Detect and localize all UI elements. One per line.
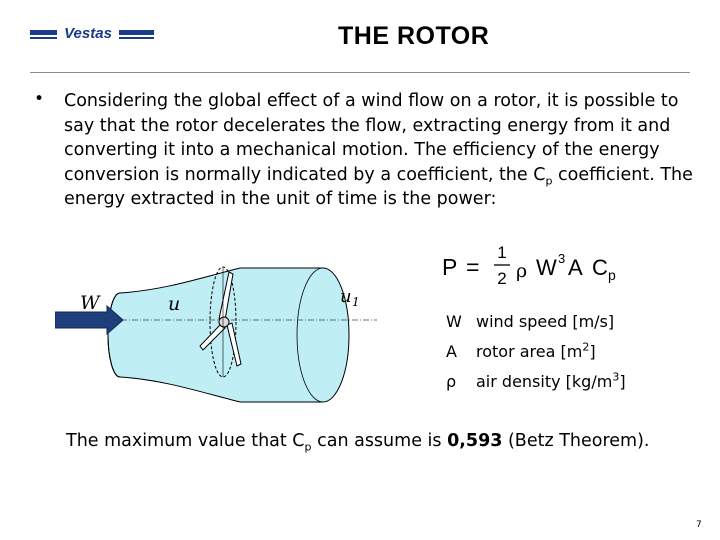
variable-desc-text: ] bbox=[589, 342, 596, 361]
formula-numerator: 1 bbox=[497, 243, 506, 262]
formula-exponent: 3 bbox=[558, 251, 565, 266]
formula-rho: ρ bbox=[516, 260, 527, 282]
variable-superscript: 2 bbox=[582, 340, 590, 354]
betz-limit-value: 0,593 bbox=[447, 431, 503, 451]
outlet-edge bbox=[296, 267, 324, 403]
inflow-arrow-icon bbox=[55, 304, 124, 336]
title-divider bbox=[30, 72, 690, 73]
w-label: W bbox=[80, 292, 101, 314]
betz-text-part3: (Betz Theorem). bbox=[502, 431, 650, 451]
variable-description: rotor area [m2] bbox=[476, 342, 596, 361]
turbine-rotor-icon bbox=[199, 271, 242, 367]
logo-text: Vestas bbox=[64, 25, 112, 42]
u1-subscript: 1 bbox=[352, 295, 360, 309]
betz-statement: The maximum value that Cp can assume is … bbox=[66, 429, 666, 454]
bullet-dot-icon: • bbox=[34, 89, 45, 109]
variable-symbol: ρ bbox=[446, 372, 457, 391]
variable-desc-text: rotor area [m bbox=[476, 342, 583, 361]
bullet-text: Considering the global effect of a wind … bbox=[64, 89, 704, 212]
formula-denominator: 2 bbox=[497, 269, 506, 288]
variable-description: wind speed [m/s] bbox=[476, 312, 614, 331]
page-number: 7 bbox=[696, 520, 702, 530]
variable-desc-text: wind speed [m/s] bbox=[476, 312, 615, 331]
formula-w: W bbox=[536, 255, 557, 280]
u-label: u bbox=[168, 293, 180, 315]
cp-subscript: p bbox=[545, 174, 553, 187]
variable-symbol: W bbox=[446, 312, 462, 331]
formula-c: C bbox=[592, 255, 608, 280]
u1-label: u bbox=[340, 286, 352, 307]
bullet-paragraph: • Considering the global effect of a win… bbox=[34, 89, 694, 212]
inlet-edge bbox=[107, 292, 121, 378]
variable-desc-text: air density [kg/m bbox=[476, 372, 613, 391]
power-formula: P = 1 2 ρ W 3 A C p bbox=[442, 243, 616, 288]
formula-p: P bbox=[442, 254, 457, 280]
betz-text-part1: The maximum value that C bbox=[66, 431, 305, 451]
formula-a: A bbox=[568, 255, 583, 280]
rotor-streamtube-diagram: W u u 1 bbox=[55, 266, 377, 403]
variable-superscript: 3 bbox=[612, 370, 620, 384]
page-title: THE ROTOR bbox=[338, 22, 490, 50]
bullet-text-part2: coefficient. The energy extracted in the… bbox=[64, 164, 693, 210]
betz-text-part2: can assume is bbox=[311, 431, 448, 451]
formula-equals: = bbox=[466, 254, 479, 280]
vestas-logo: Vestas bbox=[30, 24, 154, 42]
bullet-text-part1: Considering the global effect of a wind … bbox=[64, 91, 679, 185]
variable-symbol: A bbox=[446, 342, 457, 361]
betz-subscript: p bbox=[304, 440, 312, 454]
variable-desc-text: ] bbox=[619, 372, 626, 391]
formula-c-subscript: p bbox=[608, 267, 616, 283]
variable-description: air density [kg/m3] bbox=[476, 372, 626, 391]
